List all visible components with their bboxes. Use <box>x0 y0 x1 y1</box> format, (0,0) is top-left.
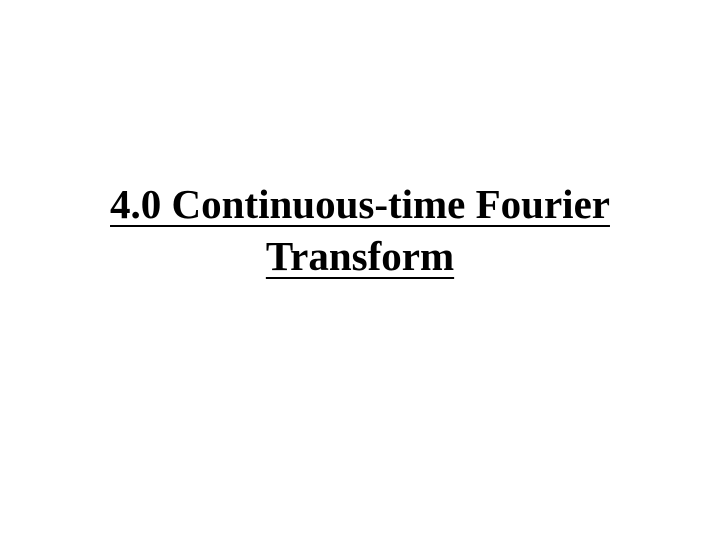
slide-title: 4.0 Continuous-time Fourier Transform <box>60 178 660 282</box>
title-line-1: 4.0 Continuous-time Fourier <box>110 181 610 227</box>
title-line-2: Transform <box>265 233 455 279</box>
